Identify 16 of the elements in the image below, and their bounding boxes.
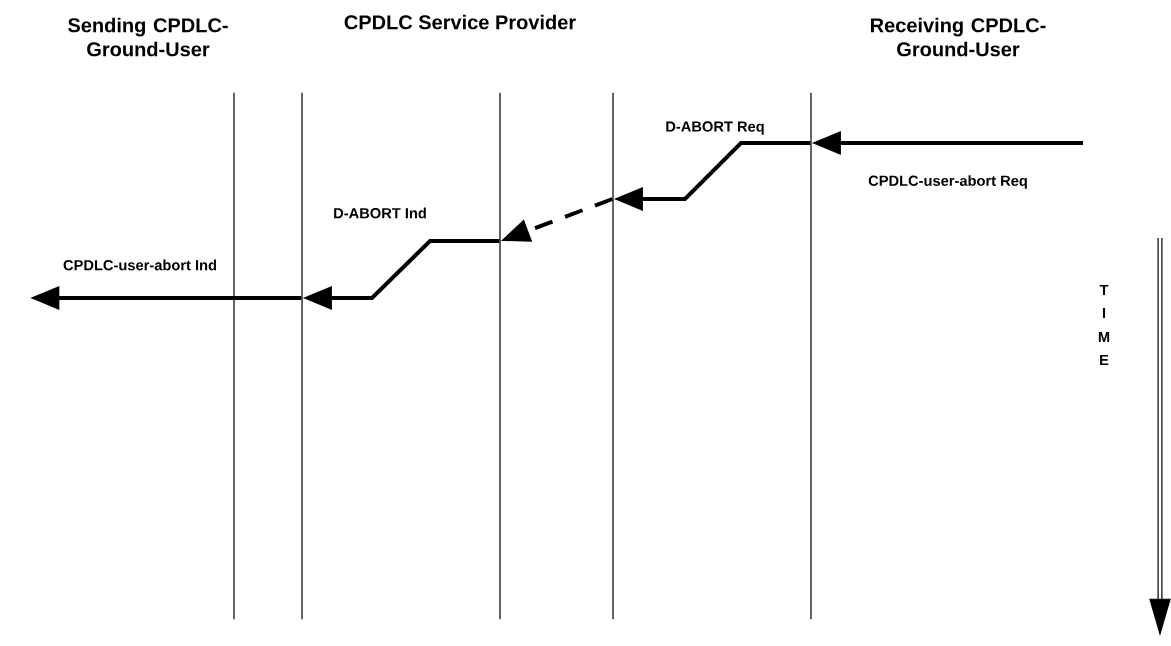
lifeline — [301, 92, 303, 620]
lifeline — [233, 92, 235, 620]
edge-label: CPDLC-user-abort Req — [866, 173, 1030, 191]
column-heading: Sending CPDLC-Ground-User — [68, 17, 228, 57]
time-letter: E — [1100, 354, 1109, 366]
column-heading: Receiving CPDLC-Ground-User — [871, 17, 1046, 57]
time-letter: M — [1098, 331, 1110, 343]
lifeline — [810, 92, 812, 620]
lifeline — [612, 92, 614, 620]
edge-label: D-ABORT Ind — [331, 206, 429, 220]
edge-label: CPDLC-user-abort Ind — [61, 258, 219, 272]
time-letter: I — [1102, 307, 1106, 319]
column-heading: CPDLC Service Provider — [344, 14, 576, 30]
time-letter: T — [1099, 284, 1109, 296]
edge-label: D-ABORT Req — [663, 120, 767, 136]
lifeline — [499, 92, 501, 620]
